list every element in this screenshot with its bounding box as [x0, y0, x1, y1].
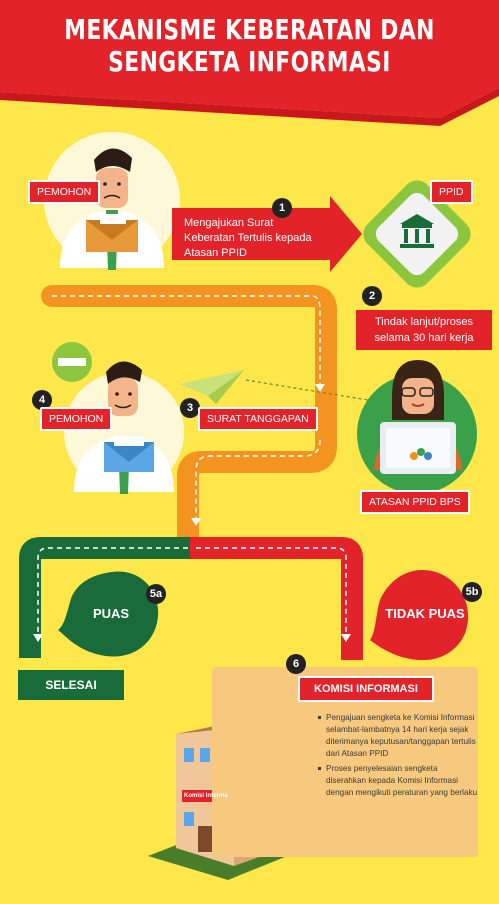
- paper-plane-icon: [180, 370, 244, 404]
- tidak-puas-blob: [370, 570, 469, 661]
- orange-path: [41, 285, 337, 559]
- pemohon-top-label: PEMOHON: [28, 180, 101, 204]
- title-banner-shadow: [0, 88, 499, 126]
- title-banner: [0, 0, 499, 118]
- tidak-puas-label: TIDAK PUAS: [385, 606, 465, 621]
- pemohon-bottom-person-icon: [74, 361, 174, 494]
- green-path: [19, 537, 190, 658]
- red-path: [190, 537, 363, 660]
- building-sign: Komisi Informasi: [184, 793, 228, 799]
- ppid-label: PPID: [430, 180, 473, 204]
- atasan-label: ATASAN PPID BPS: [360, 490, 470, 514]
- komisi-number: 6: [286, 654, 306, 674]
- step4-number: 4: [32, 390, 52, 410]
- selesai-box: SELESAI: [18, 670, 124, 700]
- komisi-label: KOMISI INFORMASI: [298, 676, 434, 702]
- page-title: MEKANISME KEBERATAN DAN SENGKETA INFORMA…: [55, 14, 444, 78]
- speech-bubble-icon: [52, 342, 92, 382]
- ppid-icon: [363, 180, 471, 288]
- puas-label: PUAS: [92, 606, 130, 621]
- surat-tanggapan-label: SURAT TANGGAPAN: [198, 407, 318, 431]
- komisi-list: Pengajuan sengketa ke Komisi Informasi s…: [318, 712, 478, 802]
- step2-number: 2: [362, 286, 382, 306]
- atasan-person-icon: [374, 360, 462, 474]
- title-line-2: SENGKETA INFORMASI: [108, 45, 391, 78]
- pemohon-bottom-label: PEMOHON: [40, 407, 113, 431]
- arrow-step1: [172, 196, 362, 272]
- title-line-1: MEKANISME KEBERATAN DAN: [64, 13, 435, 46]
- step1-text: Mengajukan Surat Keberatan Tertulis kepa…: [184, 217, 312, 259]
- step1-number: 1: [272, 198, 292, 218]
- komisi-item-2: Proses penyelesaian sengketa diserahkan …: [318, 763, 478, 799]
- step3-number: 3: [180, 398, 200, 418]
- puas-blob: [58, 571, 159, 657]
- puas-number: 5a: [146, 584, 166, 604]
- tidak-puas-number: 5b: [462, 582, 482, 602]
- komisi-item-1: Pengajuan sengketa ke Komisi Informasi s…: [318, 712, 478, 760]
- step2-box: Tindak lanjut/proses selama 30 hari kerj…: [356, 310, 492, 350]
- pemohon-top-person-icon: [60, 148, 164, 270]
